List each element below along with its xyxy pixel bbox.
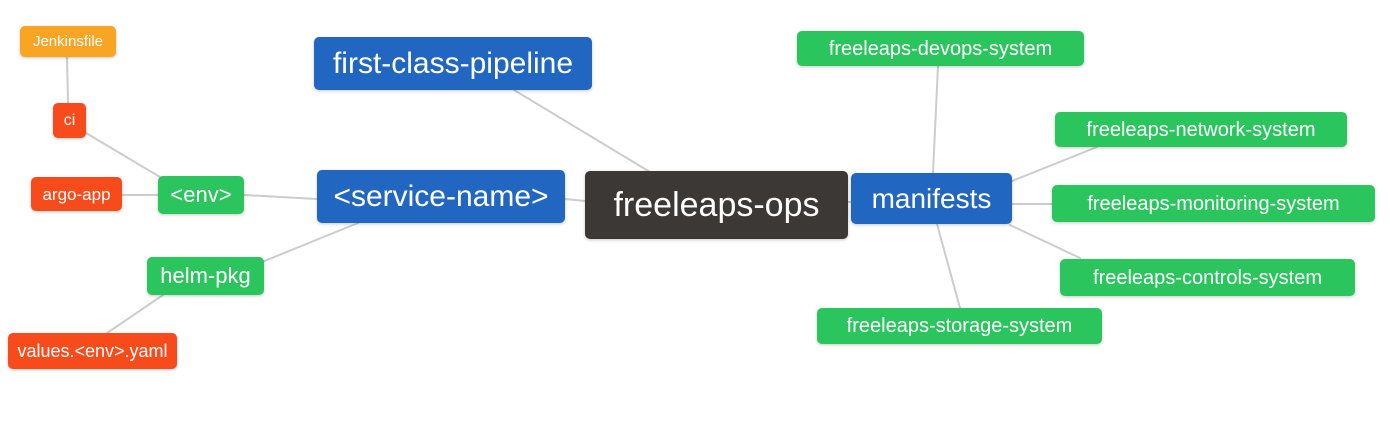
node-env[interactable]: <env> <box>158 176 244 214</box>
node-freeleaps-controls-system[interactable]: freeleaps-controls-system <box>1060 259 1355 296</box>
edge-manifests-to-freeleaps-controls-system <box>1009 224 1081 259</box>
node-freeleaps-storage-system[interactable]: freeleaps-storage-system <box>817 308 1102 344</box>
node-values-env-yaml[interactable]: values.<env>.yaml <box>8 333 177 369</box>
node-first-class-pipeline[interactable]: first-class-pipeline <box>314 37 592 90</box>
node-jenkinsfile[interactable]: Jenkinsfile <box>20 26 116 57</box>
edge-manifests-to-freeleaps-devops-system <box>932 65 939 174</box>
node-service-name[interactable]: <service-name> <box>317 170 565 223</box>
node-freeleaps-network-system[interactable]: freeleaps-network-system <box>1055 112 1347 147</box>
edge-env-to-service-name <box>243 194 318 200</box>
edge-jenkinsfile-to-ci <box>66 56 69 104</box>
edge-helm-pkg-to-service-name <box>261 222 359 263</box>
node-helm-pkg[interactable]: helm-pkg <box>147 257 264 295</box>
edge-manifests-to-freeleaps-storage-system <box>936 223 961 309</box>
edge-service-name-to-freeleaps-ops <box>564 198 586 202</box>
node-freeleaps-monitoring-system[interactable]: freeleaps-monitoring-system <box>1052 185 1375 222</box>
node-freeleaps-ops-root[interactable]: freeleaps-ops <box>585 171 848 239</box>
edge-manifests-to-freeleaps-network-system <box>1011 146 1098 182</box>
node-manifests[interactable]: manifests <box>851 173 1012 224</box>
node-ci[interactable]: ci <box>53 103 86 138</box>
edge-values-env-yaml-to-helm-pkg <box>106 294 164 334</box>
edge-ci-to-env <box>85 132 161 178</box>
edge-first-class-pipeline-to-freeleaps-ops <box>513 89 651 173</box>
node-freeleaps-devops-system[interactable]: freeleaps-devops-system <box>797 31 1084 66</box>
node-argo-app[interactable]: argo-app <box>31 177 122 211</box>
